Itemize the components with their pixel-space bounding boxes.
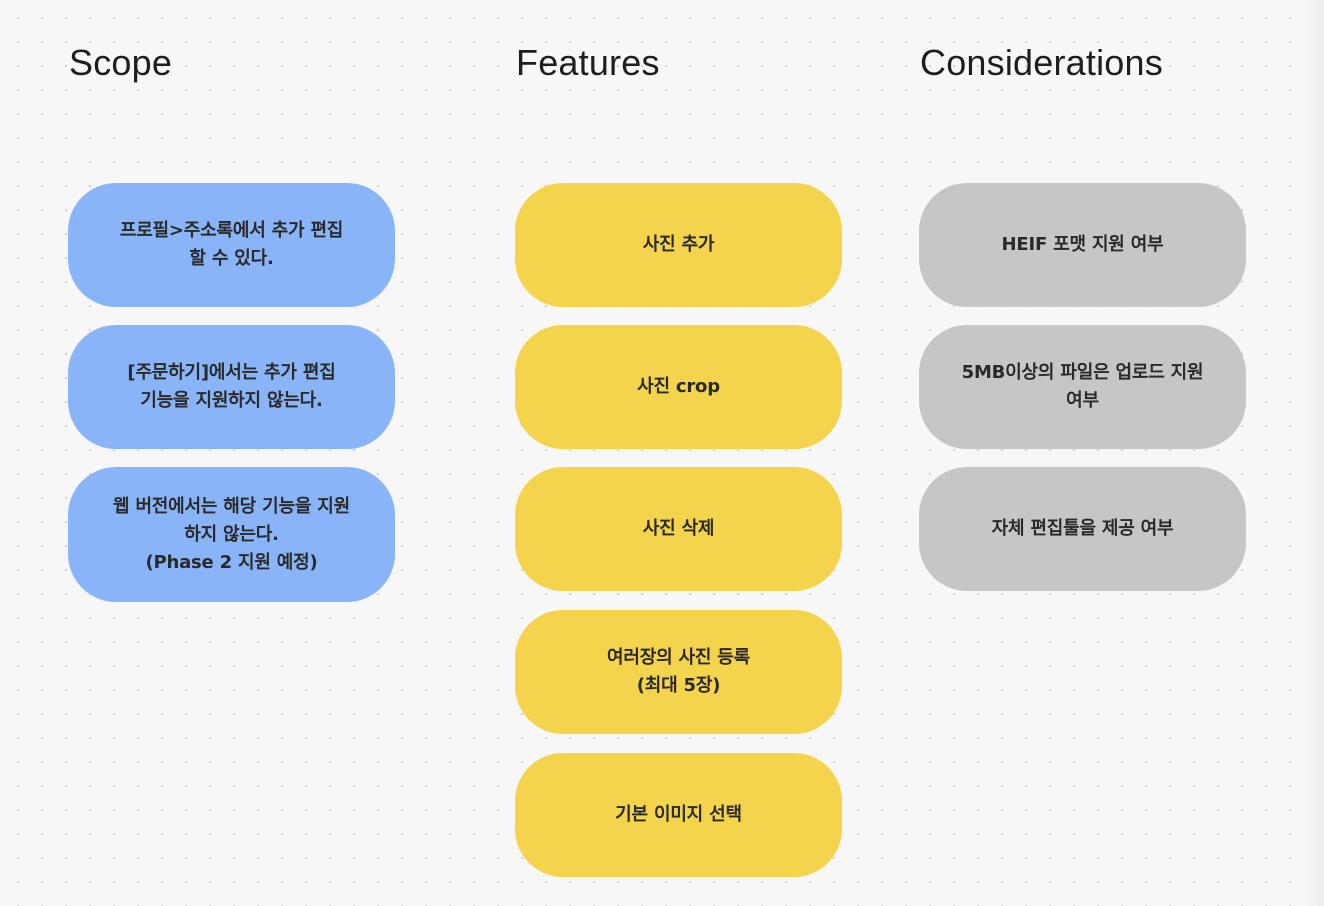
consideration-sticky-text: HEIF 포맷 지원 여부 (1001, 234, 1164, 255)
scope-sticky-text: 프로필>주소록에서 추가 편집 할 수 있다. (119, 220, 344, 269)
consideration-sticky-text: 5MB이상의 파일은 업로드 지원 여부 (961, 362, 1204, 411)
feature-sticky-delete-photo[interactable]: 사진 삭제 (515, 467, 842, 591)
consideration-sticky-edit-tool[interactable]: 자체 편집툴을 제공 여부 (919, 467, 1246, 591)
consideration-sticky-text: 자체 편집툴을 제공 여부 (991, 518, 1174, 539)
considerations-title: Considerations (920, 42, 1163, 83)
consideration-sticky-heif[interactable]: HEIF 포맷 지원 여부 (919, 183, 1246, 307)
feature-sticky-multiple-photos[interactable]: 여러장의 사진 등록 (최대 5장) (515, 610, 842, 734)
feature-sticky-crop-photo[interactable]: 사진 crop (515, 325, 842, 449)
feature-sticky-text: 기본 이미지 선택 (615, 804, 742, 825)
feature-sticky-text: 여러장의 사진 등록 (최대 5장) (606, 647, 750, 696)
features-title: Features (516, 42, 660, 83)
scope-title: Scope (69, 42, 173, 83)
scope-sticky-order-no-edit[interactable]: [주문하기]에서는 추가 편집 기능을 지원하지 않는다. (68, 325, 395, 449)
consideration-sticky-file-size[interactable]: 5MB이상의 파일은 업로드 지원 여부 (919, 325, 1246, 449)
canvas-edge-shadow (1302, 0, 1324, 906)
feature-sticky-text: 사진 삭제 (642, 518, 715, 539)
feature-sticky-add-photo[interactable]: 사진 추가 (515, 183, 842, 307)
feature-sticky-default-image[interactable]: 기본 이미지 선택 (515, 753, 842, 877)
scope-sticky-text: [주문하기]에서는 추가 편집 기능을 지원하지 않는다. (127, 362, 336, 411)
scope-sticky-profile-edit[interactable]: 프로필>주소록에서 추가 편집 할 수 있다. (68, 183, 395, 307)
feature-sticky-text: 사진 추가 (642, 234, 715, 255)
scope-sticky-text: 웹 버전에서는 해당 기능을 지원 하지 않는다. (Phase 2 지원 예정… (113, 495, 350, 573)
scope-sticky-web-unsupported[interactable]: 웹 버전에서는 해당 기능을 지원 하지 않는다. (Phase 2 지원 예정… (68, 467, 395, 602)
feature-sticky-text: 사진 crop (637, 376, 720, 397)
